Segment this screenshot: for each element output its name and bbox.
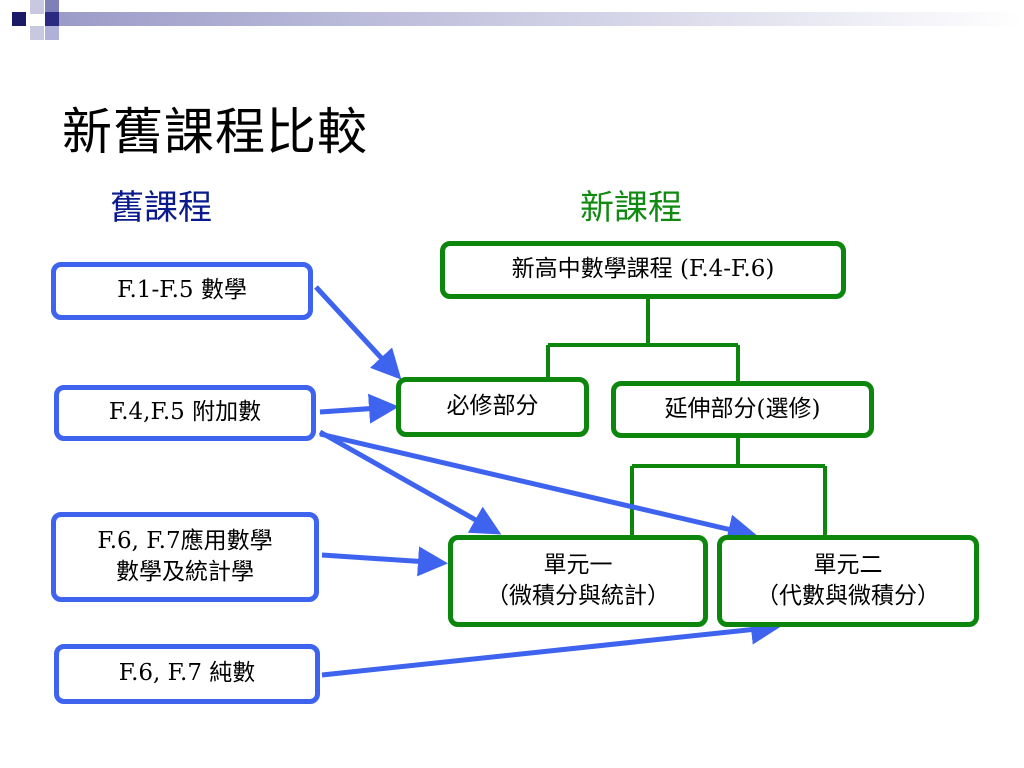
old-course-f6-f7-applied: F.6, F.7應用數學 數學及統計學 (51, 512, 319, 602)
slide-decoration (12, 0, 1024, 40)
new-course-module2: 單元二 （代數與微積分） (717, 535, 979, 627)
deco-square-light (30, 26, 44, 40)
old-course-label: F.1-F.5 數學 (117, 277, 247, 304)
deco-square-navy (45, 12, 59, 26)
module1-label-line2: （微積分與統計） (486, 583, 670, 609)
new-course-compulsory: 必修部分 (396, 377, 589, 437)
new-curriculum-heading: 新課程 (580, 188, 682, 228)
deco-square-navy (12, 12, 26, 26)
new-course-extended: 延伸部分(選修) (611, 381, 874, 438)
module2-label-line1: 單元二 (813, 551, 883, 578)
deco-square-light (30, 0, 44, 14)
old-course-label: F.4,F.5 附加數 (108, 399, 262, 426)
old-course-label-line1: F.6, F.7應用數學 (97, 527, 273, 554)
arrow-math-to-compulsory (314, 285, 402, 380)
arrow-addmath-to-module2 (319, 431, 758, 544)
arrow-addmath-to-compulsory (319, 393, 399, 424)
deco-square-lightblue (45, 26, 59, 40)
new-course-module1: 單元一 （微積分與統計） (448, 535, 708, 627)
new-course-root: 新高中數學課程 (F.4-F.6) (440, 241, 846, 299)
new-course-extended-label: 延伸部分(選修) (664, 395, 821, 422)
old-curriculum-heading: 舊課程 (110, 188, 212, 228)
page-title: 新舊課程比較 (62, 103, 368, 161)
old-course-f6-f7-pure: F.6, F.7 純數 (54, 644, 320, 704)
arrow-pure-to-module2 (321, 614, 781, 678)
gradient-bar (45, 12, 1024, 26)
module2-label-line2: （代數與微積分） (756, 583, 940, 609)
old-course-label: F.6, F.7 純數 (118, 660, 256, 687)
deco-square-purple (45, 0, 59, 14)
new-course-root-label: 新高中數學課程 (F.4-F.6) (511, 256, 775, 283)
module1-label-line1: 單元一 (543, 551, 613, 578)
arrow-addmath-to-module1 (318, 429, 502, 535)
arrow-applied-to-module1 (321, 546, 448, 577)
old-course-label-line2: 數學及統計學 (116, 559, 254, 585)
old-course-f4-f5-addmath: F.4,F.5 附加數 (54, 385, 316, 441)
old-course-f1-f5-math: F.1-F.5 數學 (51, 262, 313, 320)
new-course-compulsory-label: 必修部分 (446, 393, 539, 420)
